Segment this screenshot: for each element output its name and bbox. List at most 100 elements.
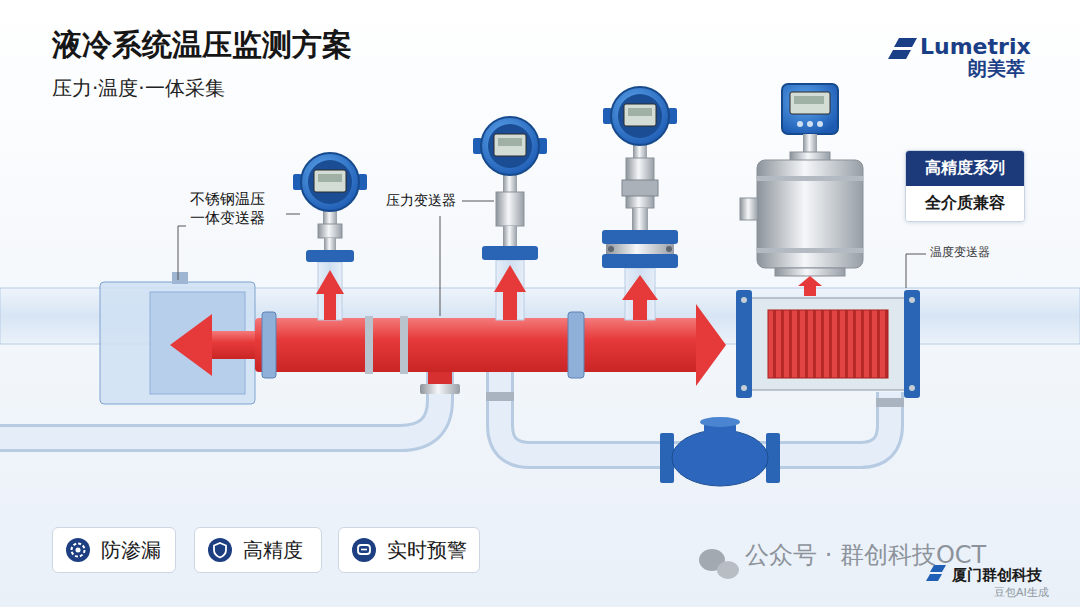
transmitter-head xyxy=(473,117,547,175)
pipe-ring xyxy=(486,392,514,401)
flange xyxy=(482,246,538,260)
icon-disc xyxy=(66,538,90,562)
pipe-ring xyxy=(876,398,904,407)
icon-disc xyxy=(208,538,232,562)
icon-disc xyxy=(352,538,376,562)
bolt xyxy=(909,297,915,303)
callout-label: 压力变送器 xyxy=(386,192,456,210)
cylinder-band xyxy=(757,176,863,181)
shield-icon xyxy=(207,537,233,563)
flange xyxy=(904,290,920,398)
watermark: 豆包AI生成 xyxy=(994,586,1049,600)
transmitter-stem xyxy=(803,134,817,154)
transmitter-stem xyxy=(503,226,517,247)
tag-body: 全介质兼容 xyxy=(906,186,1024,221)
sensor-cylinder xyxy=(757,160,863,268)
logo-mark xyxy=(888,50,911,59)
up-arrow xyxy=(798,276,822,286)
logo-text: Lumetrix xyxy=(920,33,1031,61)
button xyxy=(797,121,803,127)
flow-arrow xyxy=(205,331,260,359)
up-arrow xyxy=(494,265,526,292)
lcd-digits xyxy=(794,96,824,104)
up-arrow xyxy=(316,270,344,294)
bolt xyxy=(741,385,747,391)
flange xyxy=(306,250,354,262)
callout-label: 不锈钢温压 一体变送器 xyxy=(190,190,280,228)
flange xyxy=(606,244,674,254)
feature-badge: 高精度 xyxy=(194,527,322,573)
heat-exchanger-coil xyxy=(768,310,888,378)
flange xyxy=(602,254,678,268)
alert-icon xyxy=(358,545,370,554)
flange xyxy=(775,268,845,276)
tee-branch xyxy=(428,372,452,386)
button xyxy=(807,121,813,127)
pipe-clamp xyxy=(400,316,408,374)
bolt xyxy=(909,385,915,391)
logo-mark xyxy=(894,38,917,47)
transmitter-hex xyxy=(622,180,658,196)
gear-icon xyxy=(76,548,81,553)
transmitter-stem xyxy=(496,192,524,226)
tag-heading-text: 高精度系列 xyxy=(925,158,1005,179)
tag-body-text: 全介质兼容 xyxy=(925,193,1005,214)
logo-mark xyxy=(926,574,942,581)
gear-icon xyxy=(72,544,85,557)
transmitter-head xyxy=(603,87,677,145)
pipe-clamp xyxy=(262,312,276,378)
badge-text: 高精度 xyxy=(243,537,303,564)
alert-icon xyxy=(361,549,367,551)
up-arrow xyxy=(324,292,336,320)
feature-badge: 实时预警 xyxy=(338,527,480,573)
badge-text: 防渗漏 xyxy=(101,537,161,564)
flow-arrow xyxy=(696,304,726,386)
leader-line xyxy=(440,216,441,316)
up-arrow xyxy=(503,290,517,320)
flange xyxy=(736,290,752,398)
transmitter-head xyxy=(293,153,367,211)
watermark: 厦门群创科技 xyxy=(952,566,1042,585)
subtitle: 压力·温度·一体采集 xyxy=(52,76,225,101)
up-arrow xyxy=(633,298,647,320)
transmitter-head xyxy=(782,84,838,134)
logo-text: 朗美萃 xyxy=(968,57,1025,81)
tag-heading: 高精度系列 xyxy=(906,151,1024,186)
leader-line xyxy=(462,201,494,202)
lcd-screen xyxy=(790,92,830,114)
leader-line xyxy=(906,254,926,288)
side-port xyxy=(740,198,758,220)
pipe-clamp xyxy=(568,312,584,378)
feature-badge: 防渗漏 xyxy=(52,527,176,573)
transmitter-stem xyxy=(632,208,648,230)
pipe-clamp xyxy=(365,316,373,374)
series-tag: 高精度系列全介质兼容 xyxy=(905,150,1025,222)
up-arrow xyxy=(622,275,658,300)
shield-icon xyxy=(214,543,226,558)
title: 液冷系统温压监测方案 xyxy=(52,26,352,64)
leader-line xyxy=(286,214,300,215)
cylinder-band xyxy=(757,248,863,253)
heat-exchanger xyxy=(748,298,908,390)
leader-line xyxy=(178,226,186,280)
watermark: 公众号 · 群创科技OCT xyxy=(745,540,986,570)
bolt xyxy=(741,297,747,303)
valve-cap xyxy=(700,417,740,427)
transmitter-stem xyxy=(318,224,342,238)
bolt xyxy=(666,246,672,252)
gear-icon xyxy=(65,537,91,563)
flow-arrow xyxy=(170,314,212,376)
badge-text: 实时预警 xyxy=(387,537,467,564)
hot-pipe xyxy=(255,318,700,372)
pipe-ring xyxy=(420,384,460,394)
flange xyxy=(602,230,678,244)
housing-bracket xyxy=(172,272,188,284)
wechat-icon xyxy=(717,561,739,579)
transmitter-stem xyxy=(324,238,336,251)
button xyxy=(817,121,823,127)
chat-icon xyxy=(351,537,377,563)
bolt xyxy=(608,246,614,252)
callout-label: 温度变送器 xyxy=(930,245,990,260)
